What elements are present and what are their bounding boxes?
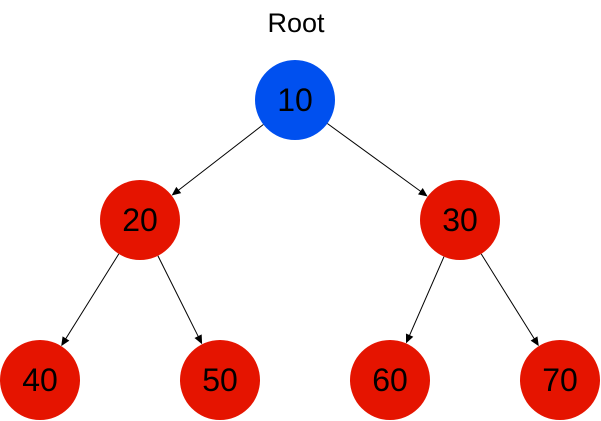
node-label: 20 [122,202,158,238]
arrowhead-n20-n40 [61,336,70,347]
node-label: 60 [372,362,408,398]
arrowhead-n30-n70 [530,336,539,347]
arrowhead-n20-n50 [194,334,203,345]
tree-node-40: 40 [0,340,80,420]
node-label: 50 [202,362,238,398]
arrowhead-n10-n20 [171,186,182,196]
node-circle [520,340,600,420]
node-circle [255,60,335,140]
tree-node-20: 20 [100,180,180,260]
node-circle [0,340,80,420]
node-circle [100,180,180,260]
node-circle [180,340,260,420]
edge-n30-n70 [480,253,535,340]
node-label: 40 [22,362,58,398]
tree-node-60: 60 [350,340,430,420]
arrowhead-n30-n60 [405,333,414,344]
tree-node-50: 50 [180,340,260,420]
node-circle [420,180,500,260]
edge-n10-n20 [177,124,264,192]
arrowhead-n10-n30 [418,187,428,197]
node-label: 70 [542,362,578,398]
tree-nodes: 10 20 30 40 50 60 70 [0,60,600,420]
node-label: 30 [442,202,478,238]
edge-n10-n30 [327,123,422,193]
edge-n20-n40 [65,253,120,340]
tree-node-30: 30 [420,180,500,260]
node-circle [350,340,430,420]
node-label: 10 [277,82,313,118]
tree-node-10: 10 [255,60,335,140]
edge-n20-n50 [157,255,199,338]
root-label: Root [267,8,325,38]
tree-edges [61,123,539,347]
tree-node-70: 70 [520,340,600,420]
edge-n30-n60 [408,256,445,337]
